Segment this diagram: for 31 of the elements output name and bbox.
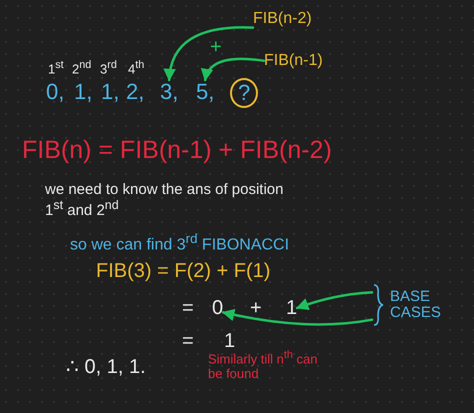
conclusion-text: ∴ 0, 1, 1. xyxy=(66,356,146,378)
base-cases-note: BASE CASES xyxy=(390,288,442,322)
ordinal-label: 2$^{nd}$ xyxy=(72,60,92,77)
sequence-number: 1, xyxy=(74,80,92,104)
note-text: Similarly till n$^{th}$ can be found xyxy=(208,350,318,381)
curved-arrow xyxy=(164,26,254,82)
ordinal-label: 4$^{th}$ xyxy=(128,60,144,77)
note-text: we need to know the ans of position 1$^{st}$ and 2$^{nd}$ xyxy=(45,182,284,219)
recurrence-formula: FIB(n) = FIB(n-1) + FIB(n-2) xyxy=(22,137,332,164)
formula-note: FIB(n-2) xyxy=(253,10,312,28)
curved-arrow xyxy=(296,291,374,310)
math-term: = xyxy=(182,330,194,352)
ordinal-label: 1$^{st}$ xyxy=(48,60,64,77)
sequence-number: 3, xyxy=(160,80,178,104)
circled-unknown: ? xyxy=(230,78,258,108)
curved-arrow xyxy=(222,308,374,326)
ordinal-label: 3$^{rd}$ xyxy=(100,60,117,77)
sequence-number: 0, xyxy=(46,80,64,104)
plus-sign: + xyxy=(210,36,222,58)
math-term: + xyxy=(250,297,262,319)
note-text: so we can find 3$^{rd}$ FIBONACCI xyxy=(70,232,290,254)
formula-note: FIB(n-1) xyxy=(264,52,323,70)
math-expression: FIB(3) = F(2) + F(1) xyxy=(96,260,270,282)
math-term: 1 xyxy=(224,330,236,352)
sequence-number: 1, xyxy=(101,80,120,104)
math-term: = xyxy=(182,297,194,319)
math-term: 1 xyxy=(286,297,298,319)
sequence-number: 2, xyxy=(126,80,144,104)
sequence-number: 5, xyxy=(196,80,214,104)
math-term: 0 xyxy=(212,297,224,319)
curved-arrow xyxy=(202,58,266,82)
